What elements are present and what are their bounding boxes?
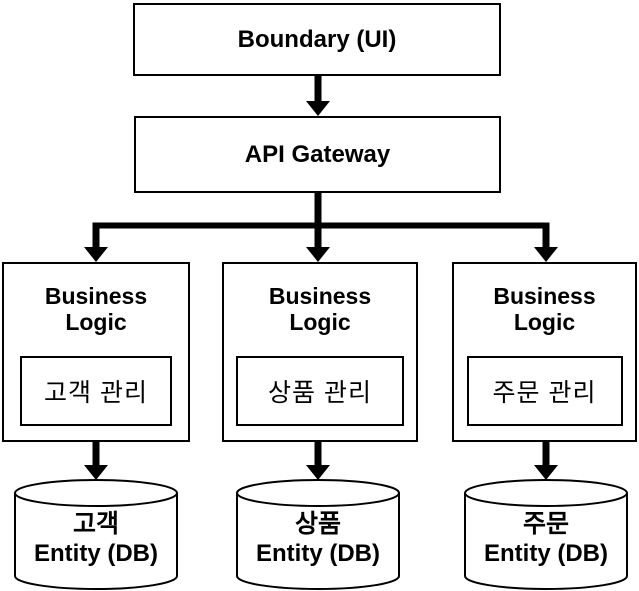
arrow-to-business-product-head xyxy=(306,247,330,262)
db-label-order-line1: 주문 xyxy=(522,510,569,538)
db-label-product-line1: 상품 xyxy=(294,510,341,538)
module-label-product: 상품 관리 xyxy=(268,379,372,407)
boundary-ui-box: Boundary (UI) xyxy=(133,3,501,76)
db-label-customer: 고객 Entity (DB) xyxy=(15,509,177,569)
module-box-customer: 고객 관리 xyxy=(20,356,172,426)
db-label-order: 주문 Entity (DB) xyxy=(465,509,627,569)
business-logic-title-line2: Logic xyxy=(289,309,351,335)
module-box-product: 상품 관리 xyxy=(236,356,404,426)
business-logic-title: Business Logic xyxy=(4,264,188,335)
business-logic-title-line2: Logic xyxy=(65,309,127,335)
db-label-customer-line1: 고객 xyxy=(72,510,119,538)
business-logic-title-line2: Logic xyxy=(513,309,576,335)
arrow-order-db-head xyxy=(534,465,558,480)
arrow-customer-db-head xyxy=(84,465,108,480)
business-logic-title-line1: Business xyxy=(44,283,148,309)
db-label-customer-line2: Entity (DB) xyxy=(34,540,158,567)
business-logic-box-order: Business Logic 주문 관리 xyxy=(452,262,637,442)
db-label-product: 상품 Entity (DB) xyxy=(237,509,399,569)
db-cylinder-order xyxy=(464,479,628,590)
module-label-customer: 고객 관리 xyxy=(44,379,148,407)
business-logic-box-customer: Business Logic 고객 관리 xyxy=(2,262,190,442)
boundary-ui-label: Boundary (UI) xyxy=(237,25,397,53)
business-logic-title-line1: Business xyxy=(493,283,596,309)
db-label-order-line2: Entity (DB) xyxy=(484,540,608,567)
arrow-boundary-to-api-head xyxy=(306,101,330,116)
db-label-product-line2: Entity (DB) xyxy=(256,540,380,567)
business-logic-title-line1: Business xyxy=(268,283,372,309)
db-cylinder-customer xyxy=(14,479,178,590)
arrow-to-business-customer-head xyxy=(84,247,108,262)
business-logic-box-product: Business Logic 상품 관리 xyxy=(222,262,418,442)
business-logic-title: Business Logic xyxy=(224,264,416,335)
module-box-order: 주문 관리 xyxy=(466,356,623,426)
api-gateway-box: API Gateway xyxy=(134,116,501,193)
business-logic-title: Business Logic xyxy=(454,264,635,335)
db-cylinder-product xyxy=(236,479,400,590)
arrow-to-business-order-head xyxy=(534,247,558,262)
api-gateway-label: API Gateway xyxy=(244,140,391,168)
arrow-product-db-head xyxy=(306,465,330,480)
module-label-order: 주문 관리 xyxy=(492,379,597,407)
